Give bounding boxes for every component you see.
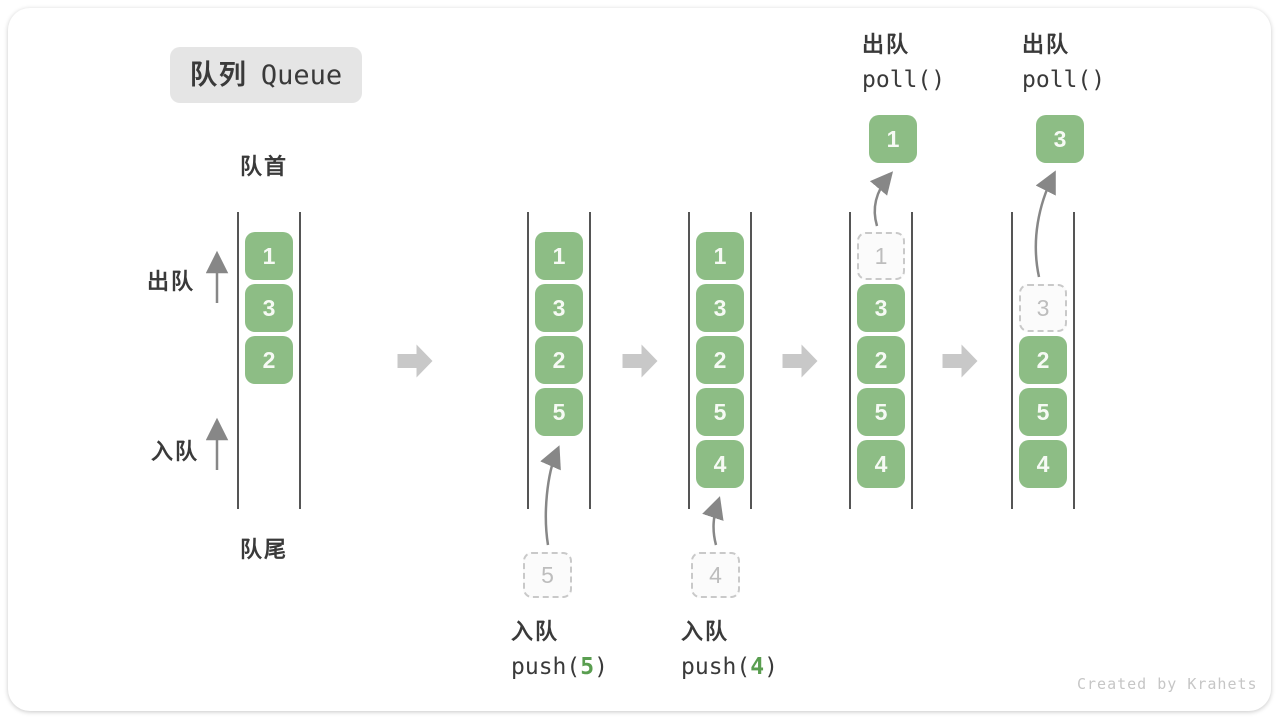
queue-item: 5: [857, 388, 905, 436]
queue-item: 2: [1019, 336, 1067, 384]
queue-item: 3: [535, 284, 583, 332]
queue-item: 5: [1019, 388, 1067, 436]
queue-item: 1: [696, 232, 744, 280]
op-code-pre: push(: [511, 654, 581, 680]
op-code: poll(): [862, 69, 945, 92]
queue-item: 1: [535, 232, 583, 280]
op-code-post: ): [594, 654, 608, 680]
dequeued-item: 3: [1036, 115, 1084, 163]
op-code-arg: 4: [750, 654, 765, 680]
op-code-pre: poll(): [862, 67, 946, 93]
op-code: poll(): [1022, 69, 1105, 92]
queue-wall-right: [911, 212, 913, 509]
queue-item: 2: [696, 336, 744, 384]
queue-item-ghost: 3: [1019, 284, 1067, 332]
queue-item: 4: [696, 440, 744, 488]
queue-wall-left: [688, 212, 690, 509]
watermark: Created by Krahets: [1077, 675, 1258, 693]
op-code-post: ): [764, 654, 778, 680]
title-badge: 队列 Queue: [170, 47, 362, 103]
queue-wall-right: [589, 212, 591, 509]
op-code-pre: push(: [681, 654, 751, 680]
op-code: push(4): [681, 656, 778, 679]
queue-wall-left: [237, 212, 239, 509]
op-label-enqueue: 入队 push(5): [511, 621, 608, 679]
queue-item: 2: [857, 336, 905, 384]
staged-item: 5: [523, 552, 572, 598]
dequeued-item: 1: [869, 115, 917, 163]
op-label-enqueue: 入队 push(4): [681, 621, 778, 679]
op-code: push(5): [511, 656, 608, 679]
op-label-dequeue: 出队 poll(): [1022, 34, 1105, 92]
queue-wall-left: [1011, 212, 1013, 509]
label-queue-rear: 队尾: [240, 537, 289, 562]
label-enqueue-side: 入队: [151, 439, 200, 464]
queue-item-ghost: 1: [857, 232, 905, 280]
queue-item: 4: [857, 440, 905, 488]
label-queue-front: 队首: [240, 154, 289, 179]
op-name: 出队: [862, 32, 911, 57]
queue-wall-right: [299, 212, 301, 509]
op-name: 入队: [681, 619, 730, 644]
queue-wall-left: [849, 212, 851, 509]
queue-item: 2: [535, 336, 583, 384]
queue-item: 5: [535, 388, 583, 436]
queue-item: 2: [245, 336, 293, 384]
op-code-pre: poll(): [1022, 67, 1106, 93]
queue-item: 3: [857, 284, 905, 332]
op-label-dequeue: 出队 poll(): [862, 34, 945, 92]
queue-wall-right: [750, 212, 752, 509]
op-code-arg: 5: [580, 654, 595, 680]
title-en: Queue: [260, 59, 343, 91]
queue-item: 5: [696, 388, 744, 436]
title-zh: 队列: [189, 59, 248, 90]
staged-item: 4: [691, 552, 740, 598]
label-dequeue-side: 出队: [147, 269, 196, 294]
queue-item: 3: [696, 284, 744, 332]
queue-wall-right: [1073, 212, 1075, 509]
queue-item: 1: [245, 232, 293, 280]
queue-item: 4: [1019, 440, 1067, 488]
queue-item: 3: [245, 284, 293, 332]
op-name: 出队: [1022, 32, 1071, 57]
queue-wall-left: [527, 212, 529, 509]
op-name: 入队: [511, 619, 560, 644]
